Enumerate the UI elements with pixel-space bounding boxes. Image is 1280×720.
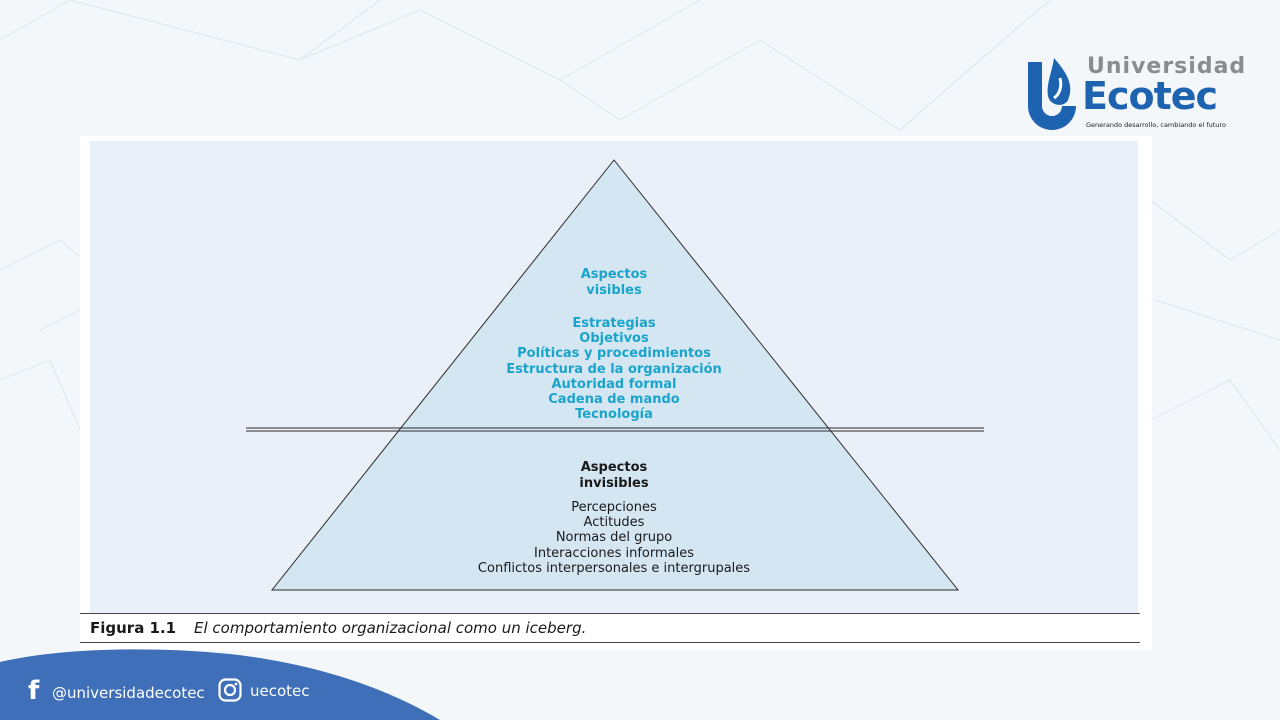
visible-item: Estructura de la organización [506, 361, 722, 377]
invisible-heading: Aspectos invisibles [80, 460, 1148, 492]
ecotec-drop-icon [1028, 58, 1076, 130]
figure-panel: Aspectos visibles Estrategias Objetivos … [80, 136, 1152, 650]
caption-label: Figura 1.1 [90, 619, 177, 637]
invisible-heading-line: invisibles [579, 476, 649, 491]
visible-item: Tecnología [575, 407, 653, 423]
invisible-item: Interacciones informales [534, 545, 694, 561]
visible-heading-line: Aspectos [580, 267, 648, 282]
visible-item: Objetivos [579, 331, 649, 347]
logo-tagline: Generando desarrollo, cambiando el futur… [1086, 121, 1226, 129]
logo-name: Ecotec [1082, 74, 1218, 118]
university-logo: Universidad Ecotec Generando desarrollo,… [1024, 52, 1250, 136]
invisible-item: Actitudes [583, 515, 645, 531]
invisible-item: Percepciones [571, 500, 657, 515]
invisible-item: Conflictos interpersonales e intergrupal… [477, 560, 751, 576]
caption-text: El comportamiento organizacional como un… [194, 619, 587, 637]
facebook-icon[interactable]: f [28, 676, 40, 706]
invisible-item: Normas del grupo [555, 530, 673, 546]
visible-item: Políticas y procedimientos [517, 346, 711, 362]
visible-heading-line: visibles [586, 283, 642, 298]
visible-items: Estrategias Objetivos Políticas y proced… [80, 316, 1148, 422]
visible-heading: Aspectos visibles [80, 267, 1148, 299]
visible-item: Cadena de mando [548, 392, 680, 408]
visible-item: Estrategias [572, 316, 656, 331]
instagram-icon[interactable] [218, 678, 242, 702]
figure-caption: Figura 1.1 El comportamiento organizacio… [80, 613, 1140, 643]
facebook-handle[interactable]: @universidadecotec [52, 684, 205, 702]
iceberg-triangle [270, 159, 960, 591]
visible-item: Autoridad formal [551, 376, 677, 392]
instagram-handle[interactable]: uecotec [250, 682, 310, 700]
invisible-items: Percepciones Actitudes Normas del grupo … [80, 500, 1148, 576]
invisible-heading-line: Aspectos [580, 460, 648, 475]
iceberg-diagram [246, 159, 984, 591]
logo-title: Universidad [1087, 54, 1247, 79]
